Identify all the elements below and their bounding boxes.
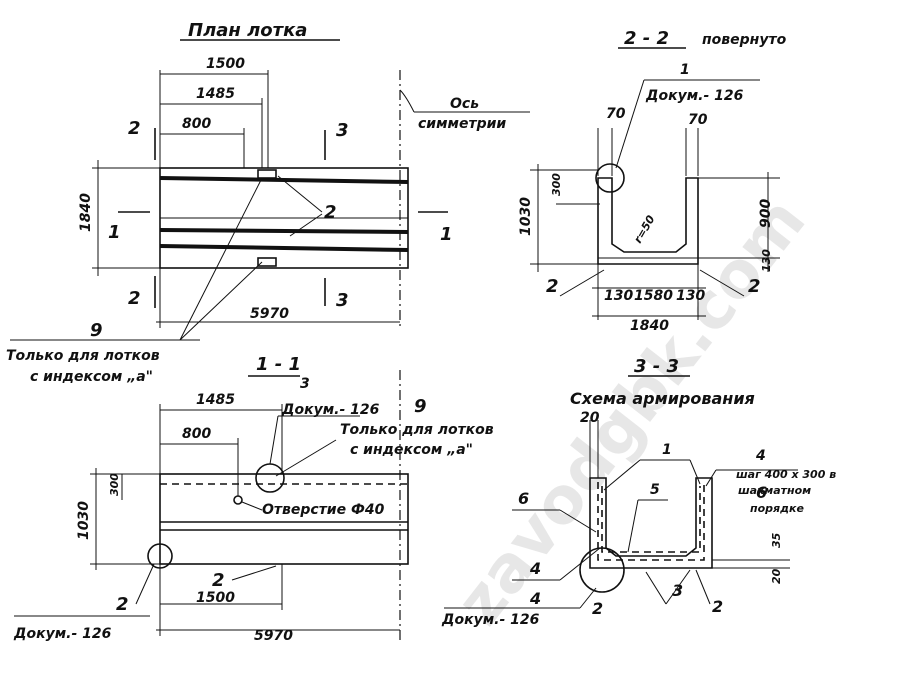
scheme-mark-4-right: 4 bbox=[755, 448, 766, 464]
symmetry-note: симметрии bbox=[418, 116, 506, 132]
scheme-mark-6-right: 6 bbox=[756, 483, 767, 502]
dim-5970: 5970 bbox=[250, 306, 289, 322]
hole-note: Отверстие Ф40 bbox=[262, 502, 385, 518]
section-1-1-mark-9: 9 bbox=[414, 396, 427, 417]
dim-130-left: 130 bbox=[604, 288, 633, 304]
plan-view: План лотка 1500 1485 800 1840 5970 bbox=[6, 20, 530, 640]
section-1-1-mark-2: 2 bbox=[212, 570, 225, 591]
scheme-mark-3: 3 bbox=[672, 581, 683, 600]
plan-title: План лотка bbox=[188, 20, 307, 41]
dim-70-right: 70 bbox=[688, 112, 708, 128]
dokum-3-3: Докум.- 126 bbox=[441, 612, 540, 628]
scheme-mark-2-left: 2 bbox=[592, 599, 603, 618]
with-index-note-2: с индексом „а" bbox=[350, 442, 473, 458]
dim-1580: 1580 bbox=[634, 288, 673, 304]
radius-note: r=50 bbox=[631, 213, 657, 246]
section-mark-2-bottom: 2 bbox=[128, 288, 141, 309]
dim-1485-s: 1485 bbox=[196, 392, 235, 408]
dim-130-right: 130 bbox=[676, 288, 705, 304]
scheme-mark-4-left: 4 bbox=[529, 559, 541, 578]
dim-5970-s: 5970 bbox=[254, 628, 293, 644]
section-2-2-note: повернуто bbox=[702, 32, 787, 48]
section-2-2-mark-2-right: 2 bbox=[748, 276, 761, 297]
section-3-3: 3 - 3 Схема армирования 20 35 20 1 4 шаг… bbox=[441, 356, 836, 628]
dim-1840-b: 1840 bbox=[630, 318, 669, 334]
dim-800: 800 bbox=[182, 116, 211, 132]
scheme-title: Схема армирования bbox=[570, 389, 755, 408]
dokum-2-2: Докум.- 126 bbox=[645, 88, 744, 104]
dim-1500-s: 1500 bbox=[196, 590, 235, 606]
section-mark-1-right: 1 bbox=[440, 224, 453, 245]
dim-130-v: 130 bbox=[760, 249, 773, 272]
dim-20-right: 20 bbox=[770, 568, 783, 584]
section-1-1-mark-3: 3 bbox=[300, 376, 310, 392]
dim-1500: 1500 bbox=[206, 56, 245, 72]
section-2-2-title: 2 - 2 bbox=[624, 28, 669, 49]
dim-1030-s: 1030 bbox=[76, 501, 92, 540]
dim-1485: 1485 bbox=[196, 86, 235, 102]
dim-70-left: 70 bbox=[606, 106, 626, 122]
plan-mark-9: 9 bbox=[90, 320, 103, 341]
dim-35: 35 bbox=[770, 532, 783, 548]
section-mark-3-bottom: 3 bbox=[336, 290, 349, 311]
scheme-mark-6-left: 6 bbox=[518, 489, 529, 508]
step-note: шаг 400 x 300 в bbox=[736, 468, 836, 481]
dim-900: 900 bbox=[758, 199, 774, 228]
order-note: порядке bbox=[750, 502, 804, 515]
scheme-mark-5: 5 bbox=[650, 482, 660, 498]
dokum-1-1-left: Докум.- 126 bbox=[13, 626, 112, 642]
dim-1840: 1840 bbox=[78, 193, 94, 232]
scheme-mark-1: 1 bbox=[662, 442, 672, 458]
plan-mark-2: 2 bbox=[324, 202, 337, 223]
dim-300-s: 300 bbox=[108, 473, 121, 496]
section-1-1-mark-2-left: 2 bbox=[116, 594, 129, 615]
section-3-3-title: 3 - 3 bbox=[634, 356, 679, 377]
axis-note: Ось bbox=[450, 96, 479, 112]
checker-note: шахматном bbox=[738, 484, 811, 497]
section-mark-3-top: 3 bbox=[336, 120, 349, 141]
scheme-mark-4-dok: 4 bbox=[529, 589, 541, 608]
scheme-mark-2-right: 2 bbox=[712, 597, 723, 616]
section-2-2-mark-2-left: 2 bbox=[546, 276, 559, 297]
section-1-1-title: 1 - 1 bbox=[256, 354, 301, 375]
dim-1030: 1030 bbox=[518, 197, 534, 236]
with-index-note: с индексом „а" bbox=[30, 369, 153, 385]
section-mark-2-top: 2 bbox=[128, 118, 141, 139]
only-for-note: Только для лотков bbox=[6, 348, 160, 364]
section-2-2-mark-1: 1 bbox=[680, 62, 690, 78]
section-mark-1-left: 1 bbox=[108, 222, 121, 243]
section-1-1: 1 - 1 1485 800 1030 300 5970 1500 3 Доку… bbox=[13, 354, 494, 644]
dim-300: 300 bbox=[550, 173, 563, 196]
dokum-1-1: Докум.- 126 bbox=[281, 402, 380, 418]
only-for-note-2: Только для лотков bbox=[340, 422, 494, 438]
dim-20-top: 20 bbox=[580, 410, 600, 426]
dim-800-s: 800 bbox=[182, 426, 211, 442]
